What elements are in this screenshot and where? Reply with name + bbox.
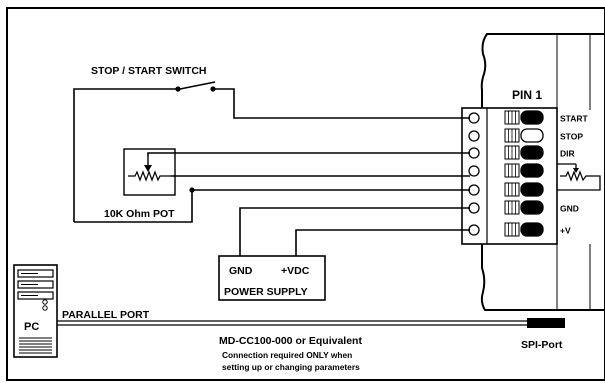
terminal-pin-row: START bbox=[468, 110, 589, 125]
terminal-pin-label: STOP bbox=[560, 132, 583, 142]
terminal-screw bbox=[468, 112, 480, 124]
terminal-plug bbox=[520, 110, 544, 125]
pc-computer: PC bbox=[13, 264, 58, 358]
drive-pot-wiper-head bbox=[573, 168, 579, 173]
pc-drive-bay-2 bbox=[17, 280, 54, 289]
switch-lever bbox=[179, 81, 216, 90]
switch-label: STOP / START SWITCH bbox=[91, 65, 207, 77]
pot-resistor bbox=[128, 170, 171, 182]
terminal-pin-label: START bbox=[560, 114, 589, 124]
gnd-wire bbox=[239, 207, 470, 256]
pc-button-2 bbox=[42, 305, 48, 311]
pot-junction-dot bbox=[189, 187, 195, 193]
programming-cable: PARALLEL PORT SPI-Port MD-CC100-000 or E… bbox=[57, 309, 565, 372]
terminal-screw bbox=[468, 184, 480, 196]
terminal-pins: START STOP DIR GND +V bbox=[468, 110, 589, 237]
switch-contact-left bbox=[175, 86, 181, 92]
parallel-port-label: PARALLEL PORT bbox=[62, 309, 150, 321]
pc-drive-bay-3 bbox=[17, 291, 54, 300]
switch-wire-right bbox=[215, 88, 470, 119]
power-supply-label: POWER SUPPLY bbox=[224, 286, 308, 298]
terminal-pin-row bbox=[468, 163, 544, 178]
pc-vent-grille bbox=[19, 337, 52, 354]
terminal-plug bbox=[520, 182, 544, 197]
spi-port-connector bbox=[527, 318, 565, 328]
diagram-frame bbox=[6, 7, 605, 381]
drive-body-outline bbox=[480, 33, 605, 311]
terminal-screw bbox=[468, 130, 480, 142]
terminal-plug bbox=[520, 145, 544, 160]
cable-label: MD-CC100-000 or Equivalent bbox=[219, 335, 362, 347]
stop-start-switch: STOP / START SWITCH bbox=[73, 65, 470, 222]
switch-wire-left bbox=[73, 88, 176, 222]
terminal-pin-row: STOP bbox=[468, 128, 583, 143]
pot-box bbox=[123, 148, 176, 196]
terminal-pin-label: GND bbox=[560, 204, 579, 214]
terminal-screw bbox=[468, 224, 480, 236]
drive-pot-symbol bbox=[557, 163, 601, 191]
power-supply-box bbox=[218, 255, 326, 301]
pot-wiper-wire bbox=[147, 152, 470, 156]
pot-return-wire bbox=[74, 189, 470, 223]
power-vdc-label: +VDC bbox=[281, 265, 310, 277]
power-supply: GND +VDC POWER SUPPLY bbox=[218, 207, 470, 301]
terminal-pin-label: +V bbox=[560, 226, 571, 236]
pc-label: PC bbox=[24, 321, 39, 333]
terminal-pin-row: DIR bbox=[468, 145, 575, 160]
cable-note-line1: Connection required ONLY when bbox=[222, 350, 352, 360]
terminal-plug bbox=[520, 128, 544, 143]
power-gnd-label: GND bbox=[229, 265, 253, 277]
terminal-screw bbox=[468, 165, 480, 177]
vdc-wire bbox=[295, 229, 470, 256]
drive-pot-resistor bbox=[560, 170, 595, 182]
terminal-screw bbox=[468, 202, 480, 214]
switch-contact-right bbox=[210, 86, 216, 92]
terminal-pin-label: DIR bbox=[560, 149, 575, 159]
spi-port-label: SPI-Port bbox=[521, 339, 563, 351]
pot-label: 10K Ohm POT bbox=[104, 208, 175, 220]
drive-pot-lead-bottom bbox=[557, 175, 601, 191]
pot-assembly: 10K Ohm POT bbox=[74, 148, 470, 223]
terminal-screw bbox=[468, 147, 480, 159]
terminal-plug bbox=[520, 222, 544, 237]
cable-note-line2: setting up or changing parameters bbox=[222, 362, 360, 372]
terminal-pin-row bbox=[468, 182, 544, 197]
terminal-pin-row: +V bbox=[468, 222, 571, 237]
drive-unit: PIN 1 START STOP DIR GND +V bbox=[461, 33, 605, 311]
terminal-pin-row: GND bbox=[468, 200, 579, 215]
terminal-plug bbox=[520, 200, 544, 215]
pc-case bbox=[13, 264, 58, 358]
pc-drive-bay-1 bbox=[17, 269, 54, 278]
terminal-plug bbox=[520, 163, 544, 178]
pc-button-1 bbox=[42, 299, 48, 305]
pin1-label: PIN 1 bbox=[512, 88, 542, 102]
pot-wiper-head bbox=[144, 165, 152, 172]
